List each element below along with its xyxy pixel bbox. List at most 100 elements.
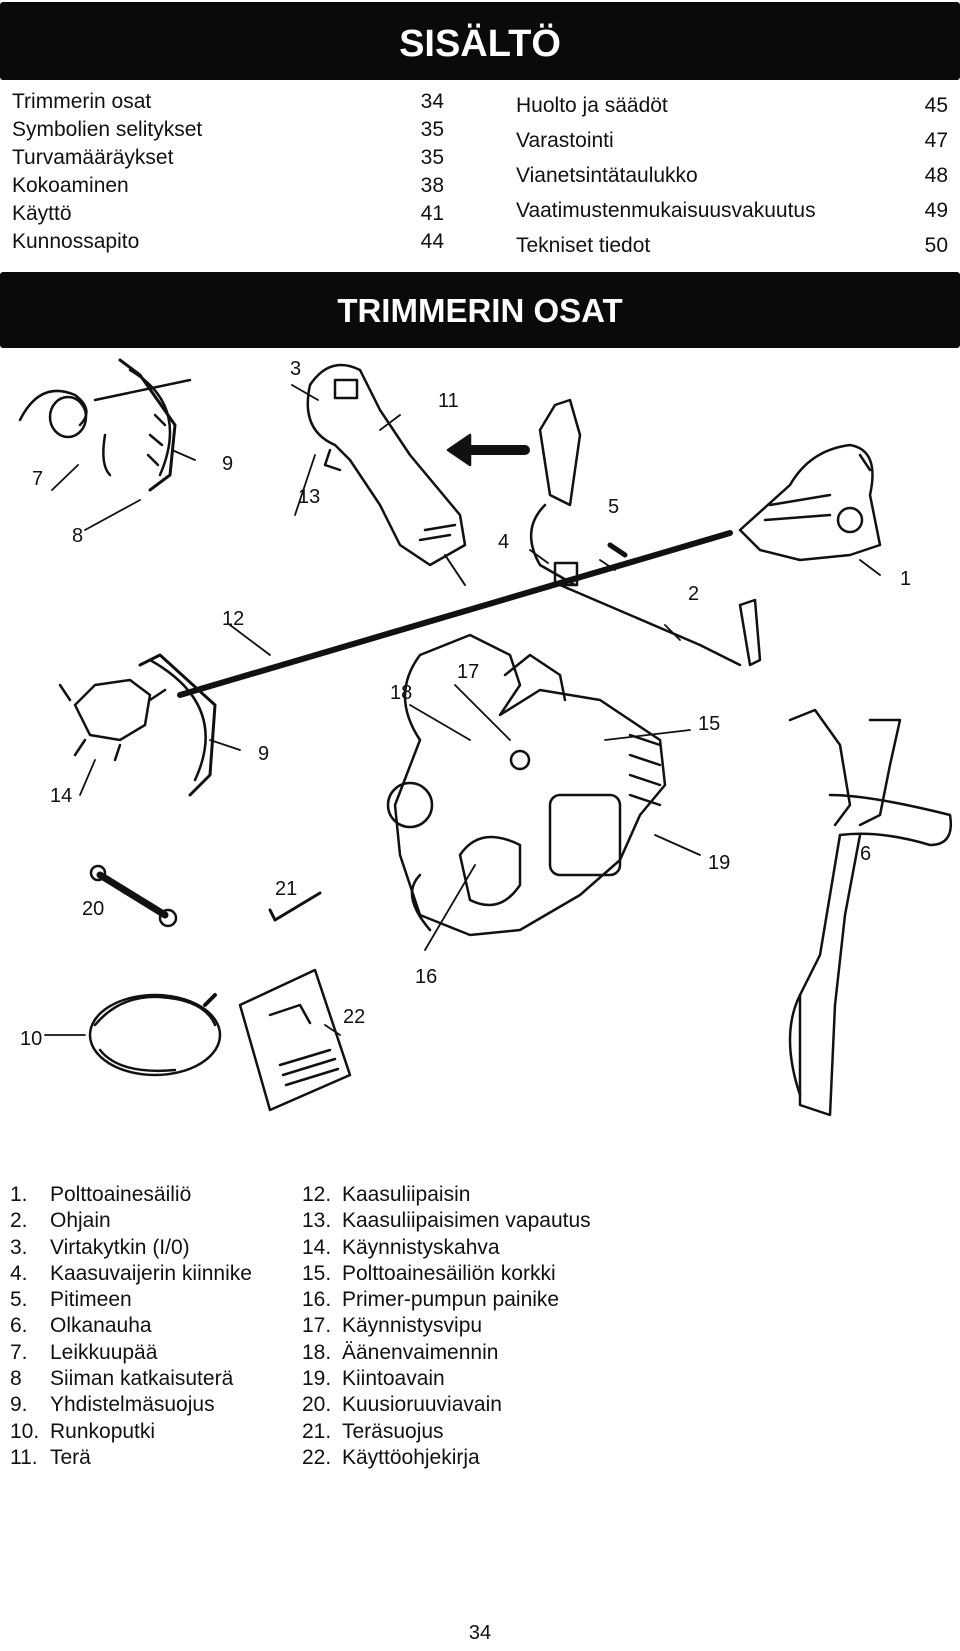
part-number: 5. [10, 1288, 28, 1312]
toc-entry-label: Vaatimustenmukaisuusvakuutus [516, 199, 816, 222]
shoulder-strap-illustration [788, 708, 953, 1117]
part-item: 11. Terä [10, 1445, 252, 1471]
cutting-head-illustration [18, 358, 192, 492]
toc-entry-page: 50 [924, 234, 948, 257]
loop-handle-illustration [529, 398, 762, 667]
part-number: 19. [302, 1367, 332, 1391]
engine-block-illustration [386, 633, 667, 937]
hex-key-illustration [268, 891, 322, 922]
toc-entry[interactable]: Tekniset tiedot 50 [516, 228, 948, 263]
part-label: Käyttöohjekirja [342, 1445, 480, 1469]
part-label: Käynnistysvipu [342, 1314, 483, 1338]
toc-entry-label: Vianetsintätaulukko [516, 164, 698, 187]
part-item: 22. Käyttöohjekirja [302, 1445, 591, 1471]
part-label: Kaasuliipaisin [342, 1183, 471, 1206]
part-number: 12. [302, 1183, 332, 1206]
part-label: Leikkuupää [50, 1340, 158, 1364]
part-item: 2. Ohjain [10, 1208, 252, 1234]
toc-entry[interactable]: Käyttö 41 [12, 200, 444, 228]
part-item: 12. Kaasuliipaisin [302, 1182, 591, 1208]
part-number: 16. [302, 1288, 332, 1312]
toc-entry-label: Varastointi [516, 129, 614, 152]
toc-entry-label: Symbolien selitykset [12, 118, 203, 141]
part-label: Polttoainesäiliö [50, 1183, 192, 1206]
part-label: Primer-pumpun painike [342, 1288, 560, 1312]
part-number: 8 [10, 1367, 22, 1391]
part-label: Kiintoavain [342, 1367, 445, 1391]
wrench-illustration [89, 864, 178, 928]
part-label: Kuusioruuviavain [342, 1393, 502, 1417]
toc-entry-page: 35 [420, 118, 444, 141]
page-number: 34 [468, 1622, 492, 1644]
part-item: 21.Teräsuojus [302, 1419, 591, 1445]
callout-16: 17 [457, 661, 479, 683]
callout-13: 11 [438, 390, 459, 412]
part-label: Teräsuojus [342, 1419, 444, 1443]
part-item: 4.Kaasuvaijerin kiinnike [10, 1261, 252, 1287]
toc-entry-label: Huolto ja säädöt [516, 94, 668, 117]
toc-entry[interactable]: Symbolien selitykset 35 [12, 116, 444, 144]
part-label: Olkanauha [50, 1314, 152, 1338]
part-item: 13.Kaasuliipaisimen vapautus [302, 1208, 591, 1234]
toc-entry-page: 35 [420, 146, 444, 169]
toc-entry-page: 47 [924, 129, 948, 152]
part-item: 10.Runkoputki [10, 1419, 252, 1445]
part-number: 10. [10, 1419, 40, 1443]
toc-entry-page: 38 [420, 174, 444, 197]
callout-10: 12 [222, 608, 244, 630]
part-number: 18. [302, 1340, 332, 1364]
part-item: 5. Pitimeen [10, 1287, 252, 1313]
part-number: 2. [10, 1209, 28, 1233]
part-label: Äänenvaimennin [342, 1340, 499, 1364]
part-label: Kaasuvaijerin kiinnike [50, 1261, 252, 1285]
part-number: 15. [302, 1261, 332, 1285]
callout-17: 18 [390, 682, 412, 704]
part-item: 9.Yhdistelmäsuojus [10, 1392, 252, 1418]
contents-heading: SISÄLTÖ [0, 2, 960, 80]
part-label: Virtakytkin (I/0) [50, 1235, 190, 1259]
part-item: 15. Polttoainesäiliön korkki [302, 1261, 591, 1287]
callout-18: 19 [708, 852, 730, 874]
part-number: 17. [302, 1314, 332, 1338]
callout-22: 22 [343, 1006, 365, 1028]
parts-list-left: 1. Polttoainesäiliö 2. Ohjain 3. Virtakytki… [10, 1182, 252, 1471]
callout-8: 8 [72, 525, 83, 547]
callout-15: 16 [415, 966, 437, 988]
toc-entry-page: 41 [420, 202, 444, 225]
toc-entry-page: 49 [924, 199, 948, 222]
engine-illustration [738, 443, 882, 562]
callout-1: 1 [900, 568, 911, 590]
part-number: 22. [302, 1445, 332, 1469]
part-number: 3. [10, 1235, 28, 1259]
callout-3: 3 [290, 358, 301, 380]
toc-entry[interactable]: Kokoaminen 38 [12, 172, 444, 200]
toc-entry[interactable]: Varastointi 47 [516, 123, 948, 158]
part-number: 6. [10, 1314, 28, 1338]
part-number: 11. [10, 1445, 38, 1469]
toc-entry-label: Käyttö [12, 202, 72, 225]
toc-entry-label: Tekniset tiedot [516, 234, 651, 257]
part-number: 14. [302, 1235, 332, 1259]
toc-entry-label: Kunnossapito [12, 230, 140, 253]
blade-head-illustration [58, 653, 217, 797]
toc-entry-label: Kokoaminen [12, 174, 129, 197]
part-label: Terä [50, 1445, 91, 1469]
part-label: Polttoainesäiliön korkki [342, 1261, 556, 1285]
callout-12: 13 [298, 486, 320, 508]
part-label: Pitimeen [50, 1288, 132, 1312]
part-number: 1. [10, 1183, 28, 1206]
part-label: Ohjain [50, 1209, 111, 1233]
part-number: 7. [10, 1340, 28, 1364]
toc-entry[interactable]: Huolto ja säädöt 45 [516, 88, 948, 123]
toc-entry-page: 45 [924, 94, 948, 117]
part-item: 7. Leikkuupää [10, 1340, 252, 1366]
callout-6: 6 [860, 843, 871, 865]
throttle-handle-illustration [306, 363, 467, 586]
toc-entry[interactable]: Vaatimustenmukaisuusvakuutus 49 [516, 193, 948, 228]
part-label: Yhdistelmäsuojus [50, 1393, 215, 1417]
